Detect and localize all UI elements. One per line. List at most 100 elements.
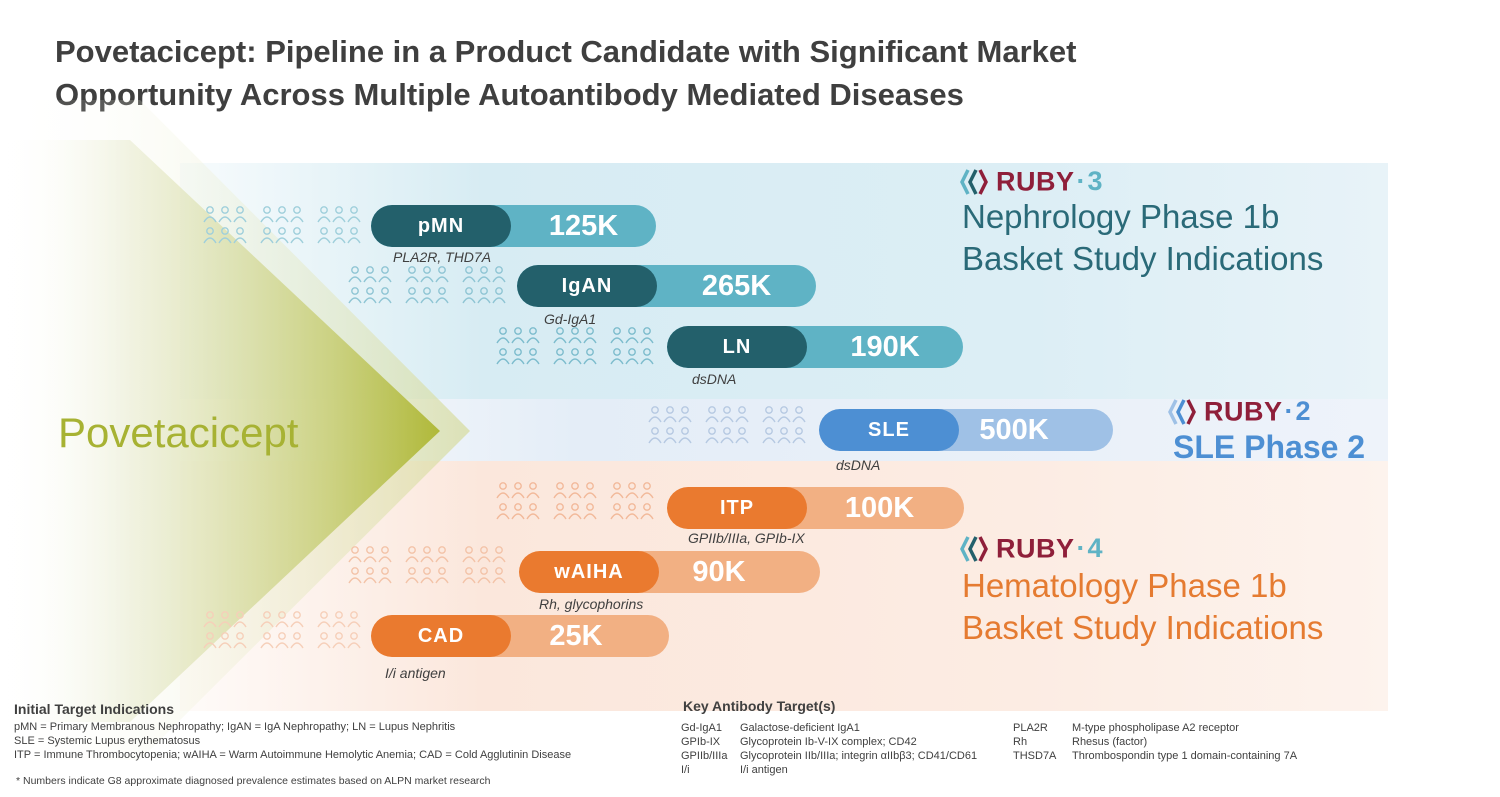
ruby-4-logo: RUBY·4 [960,532,1103,564]
person-head [206,632,214,640]
person-body [496,358,510,365]
person-body [526,513,540,520]
target-label: PLA2R, THD7A [393,249,492,265]
target-label: dsDNA [836,457,881,473]
person-head [366,567,374,575]
sle-heading: SLE Phase 2 [1173,426,1365,468]
person-head [723,406,731,414]
person-head [278,206,286,214]
heading-line-1: SLE Phase 2 [1173,429,1366,465]
person-body [218,237,232,244]
person-body [553,492,567,499]
ruby-chevron-icon [960,536,988,562]
person-head [681,427,689,435]
person-head [351,567,359,575]
heading-line-1: Nephrology Phase 1b [962,198,1280,235]
person-head [465,546,473,554]
ruby-chevron-icon [1168,399,1196,425]
person-head [335,611,343,619]
ruby-2-logo: RUBY·2 [1168,395,1311,427]
person-body [526,358,540,365]
target-label: dsDNA [692,371,737,387]
person-head [571,482,579,490]
person-head [465,287,473,295]
person-body [511,513,525,520]
person-head [480,266,488,274]
person-head [495,287,503,295]
person-head [263,206,271,214]
initial-indications-text: pMN = Primary Membranous Nephropathy; Ig… [14,720,571,762]
person-head [438,287,446,295]
person-head [366,287,374,295]
person-head [529,482,537,490]
person-head [221,206,229,214]
person-body [720,437,734,444]
title-line-1: Povetacicept: Pipeline in a Product Cand… [55,34,1077,69]
person-body [203,237,217,244]
person-body [553,513,567,520]
key-target-code: Gd-IgA1 [681,722,722,734]
person-head [499,348,507,356]
pill-abbr: SLE [819,409,959,451]
person-head [514,503,522,511]
pill-prevalence: 265K [701,270,772,302]
person-body [378,276,392,283]
key-target-desc: Galactose-deficient IgA1 [740,722,860,734]
person-body [610,337,624,344]
person-head [408,567,416,575]
person-body [332,642,346,649]
person-body [435,276,449,283]
page-title: Povetacicept: Pipeline in a Product Cand… [55,30,1355,116]
person-head [278,632,286,640]
person-head [320,611,328,619]
person-head [495,546,503,554]
person-head [708,427,716,435]
key-target-code: PLA2R [1013,722,1048,734]
person-head [651,427,659,435]
person-head [438,266,446,274]
pill-abbr: ITP [667,487,807,529]
pill-itp: ITP 100K [667,487,964,529]
person-body [625,337,639,344]
person-head [278,611,286,619]
person-head [350,227,358,235]
ruby-number: 2 [1295,396,1311,427]
person-body [290,237,304,244]
person-body [610,358,624,365]
person-head [206,611,214,619]
funnel-arrow [0,100,470,760]
person-head [351,546,359,554]
person-head [206,206,214,214]
person-body [378,556,392,563]
person-head [320,206,328,214]
person-body [511,358,525,365]
person-body [496,337,510,344]
person-head [708,406,716,414]
person-body [777,416,791,423]
footer-line: pMN = Primary Membranous Nephropathy; Ig… [14,721,456,733]
person-body [405,556,419,563]
pill-sle: SLE 500K [819,409,1113,451]
ruby-chevron-icon [960,169,988,195]
person-body [420,556,434,563]
person-head [499,327,507,335]
person-body [477,556,491,563]
person-head [643,482,651,490]
person-body [218,642,232,649]
people-icon [496,327,654,365]
target-label: Gd-IgA1 [544,311,597,327]
person-body [477,577,491,584]
key-target-desc: Rhesus (factor) [1072,736,1148,748]
person-body [348,276,362,283]
person-body [625,492,639,499]
person-body [260,237,274,244]
person-body [290,621,304,628]
person-head [236,227,244,235]
person-body [363,556,377,563]
person-body [332,621,346,628]
pill-abbr: LN [667,326,807,368]
person-body [610,492,624,499]
key-target-desc: I/i antigen [740,764,788,776]
person-head [423,546,431,554]
heading-line-1: Hematology Phase 1b [962,567,1287,604]
